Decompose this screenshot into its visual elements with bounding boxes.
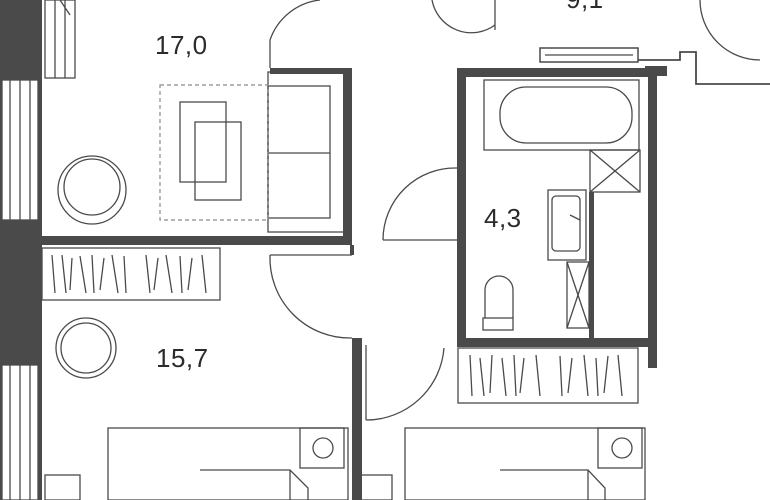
door-kitchen: [431, 0, 761, 61]
kitchen-wall-right: [638, 51, 770, 85]
wardrobe-bedroom: [41, 247, 221, 301]
balcony-door: [44, 0, 76, 79]
bed-right: [359, 427, 646, 500]
bathroom-walls: [457, 68, 657, 368]
sink: [547, 189, 587, 261]
door-bathroom: [382, 167, 458, 241]
wall-living-top: [270, 68, 352, 74]
door-bedroom-right: [365, 345, 445, 421]
wardrobe-bedroom-2: [457, 347, 639, 404]
rug-and-table: [159, 84, 269, 221]
wall-living-right: [343, 68, 352, 245]
area-label-bedroom: 15,7: [156, 343, 209, 373]
wall-bedroom-right-vert: [350, 245, 354, 255]
door-bedroom-left: [269, 254, 353, 339]
door-living-top: [269, 0, 321, 68]
wall-bedrooms: [352, 338, 362, 500]
kitchen-radiator: [539, 47, 639, 63]
sofa: [267, 71, 345, 233]
area-label-kitchen: 9,1: [566, 0, 604, 12]
pipe-shaft: [566, 261, 590, 329]
toilet: [482, 275, 514, 331]
wall-living-bedroom: [42, 236, 352, 245]
armchair-bedroom: [55, 317, 117, 379]
bathtub: [483, 79, 640, 151]
area-label-bathroom: 4,3: [484, 203, 522, 233]
utility-shaft: [589, 149, 641, 193]
area-label-living: 17,0: [155, 30, 208, 60]
armchair-living: [57, 155, 127, 225]
exterior-wall-left: [0, 0, 42, 500]
bed-left: [44, 427, 349, 500]
